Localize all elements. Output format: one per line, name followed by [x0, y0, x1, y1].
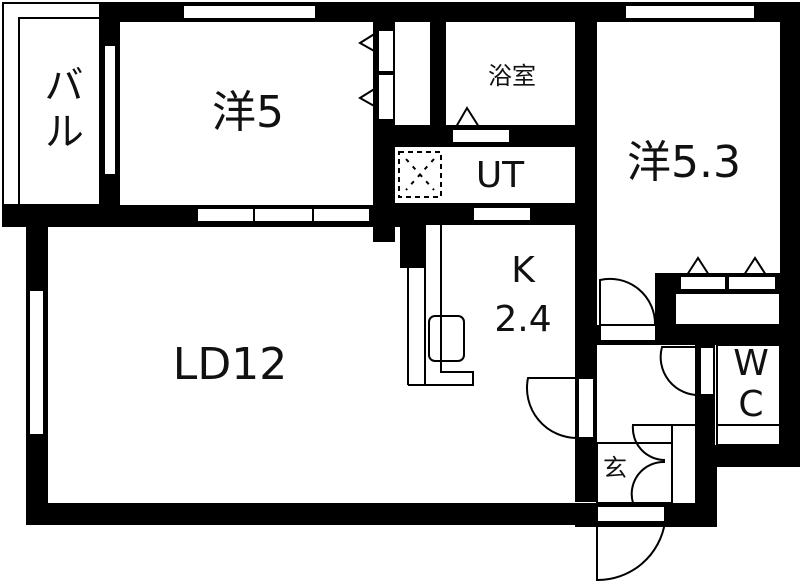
room-label-kitchen-name: K: [511, 250, 535, 291]
room-label-utility: UT: [475, 155, 525, 196]
room-label-western-room-1: 洋5: [212, 87, 284, 138]
room-label-bathroom: 浴室: [488, 62, 536, 90]
room-label-entrance: 玄: [603, 454, 627, 482]
room-label-kitchen-area: 2.4: [494, 299, 552, 340]
room-label-living-dining: LD12: [172, 339, 288, 390]
room-label-western-room-2: 洋5.3: [627, 137, 741, 188]
room-label-balcony: バル: [37, 64, 83, 156]
room-label-wc-w: W: [733, 343, 769, 384]
room-label-wc-c: C: [738, 384, 764, 425]
